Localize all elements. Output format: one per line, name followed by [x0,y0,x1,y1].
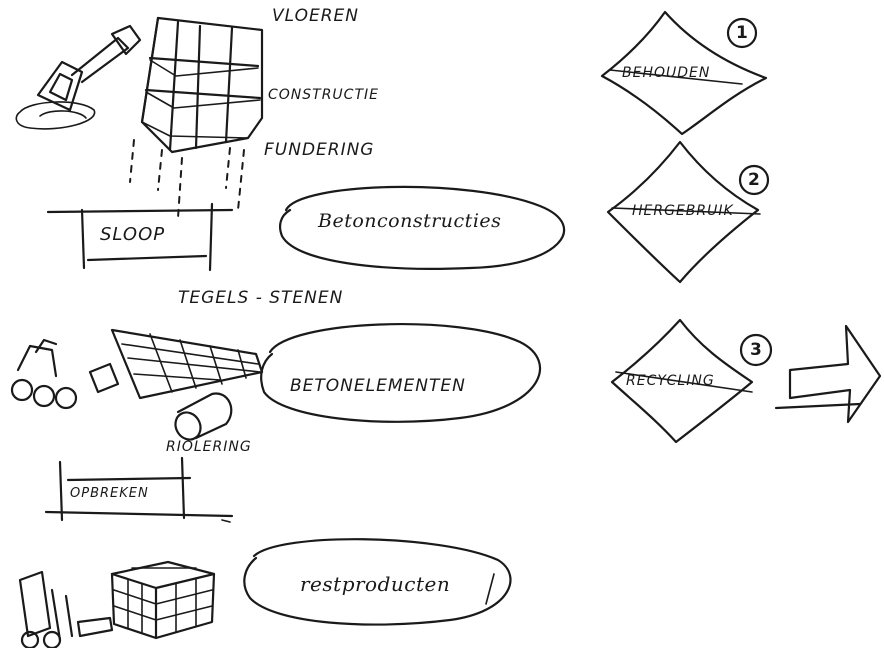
diamond-step-1 [600,10,768,136]
step-1-number: 1 [736,23,748,43]
label-tiles-bricks: TEGELS - STENEN [178,288,344,308]
step-2-label: HERGEBRUIK [632,203,734,219]
step-3-number: 3 [750,340,762,360]
big-arrow [788,324,882,424]
label-floors: VLOEREN [272,6,359,26]
step-3-label: RECYCLING [626,373,715,389]
diamond-step-2 [606,140,760,284]
label-sewer: RIOLERING [166,439,252,455]
building-frame-illustration [140,16,264,154]
label-break-up: OPBREKEN [70,486,149,501]
sloop-box [46,202,234,272]
ellipse-concrete-structures [279,185,565,270]
label-demolition: SLOOP [100,224,166,245]
label-concrete-elements: BETONELEMENTEN [290,376,466,396]
sewer-pipe-illustration [174,392,233,441]
excavator-illustration [15,24,142,130]
label-concrete-structures: Betonconstructies [318,210,502,232]
tile-grid-illustration [110,328,264,400]
pallet-illustration [110,560,216,640]
step-2-number: 2 [748,170,760,190]
diamond-step-3 [610,318,754,444]
circle-step-3 [739,333,773,367]
circle-step-2 [738,164,770,196]
ellipse-concrete-elements [260,323,541,423]
machine-illustration [18,570,114,648]
loader-illustration [10,338,120,410]
foundation-piles [129,139,245,219]
label-structure: CONSTRUCTIE [268,87,379,103]
circle-step-1 [726,17,758,49]
step-1-label: BEHOUDEN [622,65,711,81]
label-foundation: FUNDERING [264,140,375,160]
ellipse-residual-product [243,538,512,626]
opbreken-box [44,456,234,523]
label-residual-product: restproducten [300,572,451,596]
